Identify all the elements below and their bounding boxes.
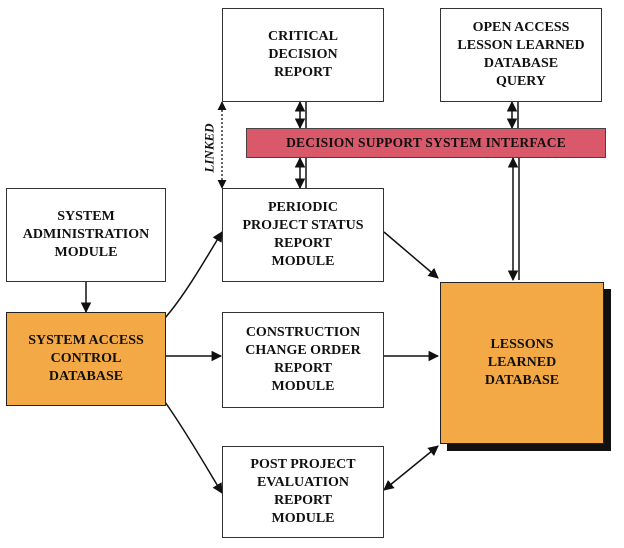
arrow-post-lessons — [383, 445, 439, 491]
arrow-periodic-to-lessons — [383, 231, 439, 279]
arrow-access-to-post — [164, 401, 223, 494]
arrow-access-to-periodic — [164, 231, 223, 319]
system-access-db-box: SYSTEM ACCESS CONTROL DATABASE — [6, 312, 166, 406]
system-admin-module-box: SYSTEM ADMINISTRATION MODULE — [6, 188, 166, 282]
linked-text: LINKED — [202, 123, 217, 173]
construction-change-module-box: CONSTRUCTION CHANGE ORDER REPORT MODULE — [222, 312, 384, 408]
critical-decision-report-box: CRITICAL DECISION REPORT — [222, 8, 384, 102]
periodic-status-module-box: PERIODIC PROJECT STATUS REPORT MODULE — [222, 188, 384, 282]
post-project-module-box: POST PROJECT EVALUATION REPORT MODULE — [222, 446, 384, 538]
linked-label: LINKED — [198, 108, 222, 188]
open-access-query-box: OPEN ACCESS LESSON LEARNED DATABASE QUER… — [440, 8, 602, 102]
dss-interface-box: DECISION SUPPORT SYSTEM INTERFACE — [246, 128, 606, 158]
lessons-learned-db-box: LESSONS LEARNED DATABASE — [440, 282, 604, 444]
